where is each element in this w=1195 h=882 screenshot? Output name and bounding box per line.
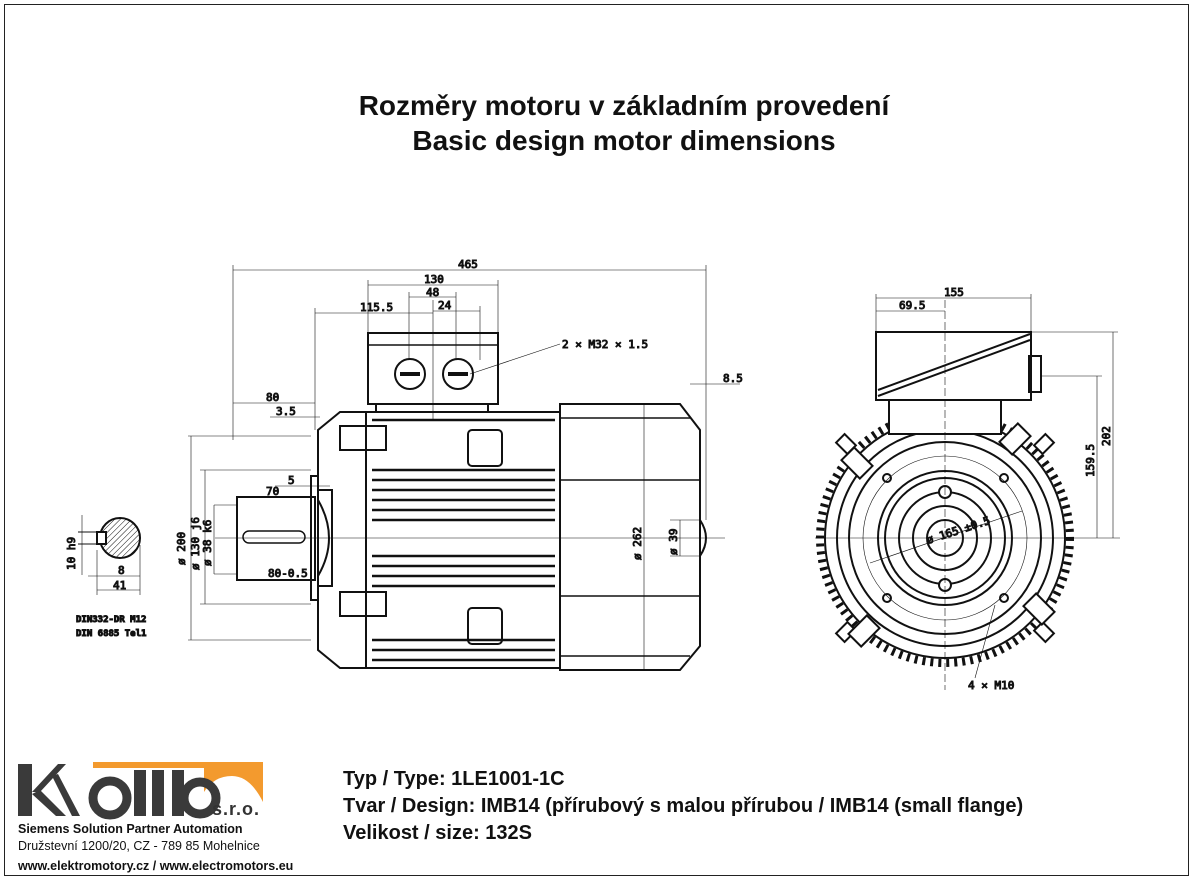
dim-48: 48	[426, 286, 439, 299]
motor-type: Typ / Type: 1LE1001-1C	[343, 768, 565, 790]
title-cz: Rozměry motoru v základním provedení	[358, 90, 890, 121]
title-en: Basic design motor dimensions	[412, 125, 836, 156]
gland-label: 2 × M32 × 1.5	[562, 338, 648, 351]
dim-24: 24	[438, 299, 452, 312]
dim-80: 80	[266, 391, 279, 404]
dim-dia-262: ø 262	[631, 527, 644, 560]
bolts-label: 4 × M10	[968, 679, 1014, 692]
motor-size: Velikost / size: 132S	[343, 822, 532, 844]
dim-69-5: 69.5	[899, 299, 926, 312]
dim-202: 202	[1100, 426, 1113, 446]
pcd-label: ø 165 ±0.5	[925, 514, 992, 547]
din-note-1: DIN332-DR M12	[76, 615, 146, 625]
front-view: 155 69.5 159.5 202 ø 165 ±0.5 4 × M10	[815, 286, 1120, 693]
dim-465: 465	[458, 258, 478, 271]
dim-115-5: 115.5	[360, 301, 393, 314]
shaft-height-label: 41	[113, 579, 126, 592]
dim-dia-200: ø 200	[175, 532, 188, 565]
company-suffix: s.r.o.	[212, 799, 261, 819]
key-width-label: 10 h9	[65, 537, 78, 570]
key-depth-label: 8	[118, 564, 125, 577]
dim-dia-39: ø 39	[667, 529, 680, 556]
motor-design: Tvar / Design: IMB14 (přírubový s malou …	[343, 795, 1024, 817]
din-note-2: DIN 6885 Tel1	[76, 629, 146, 639]
company-address: Družstevní 1200/20, CZ - 789 85 Mohelnic…	[18, 839, 260, 853]
company-logo	[18, 762, 263, 820]
shaft-section: 10 h9 8 41 DIN332-DR M12 DIN 6885 Tel1	[65, 515, 147, 640]
dim-8-5: 8.5	[723, 372, 743, 385]
dim-80-0-5: 80-0.5	[268, 567, 308, 580]
dim-3-5: 3.5	[276, 405, 296, 418]
dim-dia-130: ø 130 j6	[189, 517, 202, 570]
company-web[interactable]: www.elektromotory.cz / www.electromotors…	[18, 859, 294, 873]
dim-70: 70	[266, 485, 279, 498]
dim-5: 5	[288, 474, 295, 487]
dim-155: 155	[944, 286, 964, 299]
company-tagline: Siemens Solution Partner Automation	[18, 822, 243, 836]
dim-159-5: 159.5	[1084, 444, 1097, 477]
drawing-frame	[4, 4, 1189, 876]
side-view: 465 130 48 24 115.5 2 × M32 × 1.5 80 3.5…	[175, 258, 743, 671]
dim-130: 130	[424, 273, 444, 286]
dim-dia-38: ø 38 k6	[201, 520, 214, 566]
